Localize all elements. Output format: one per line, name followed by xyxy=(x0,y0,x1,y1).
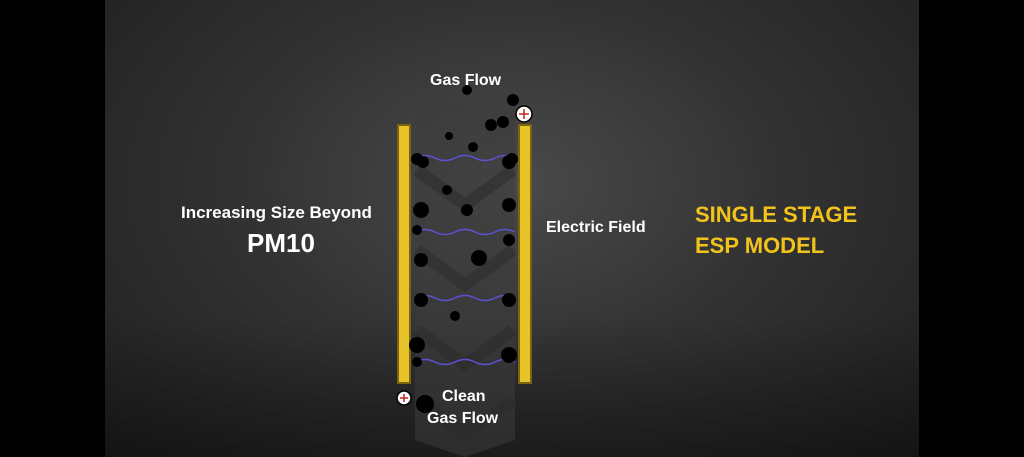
particle xyxy=(413,202,429,218)
particle xyxy=(409,337,425,353)
model-title-line-1: SINGLE STAGE xyxy=(695,202,858,227)
particle xyxy=(507,94,519,106)
field-line-4 xyxy=(414,358,516,366)
field-line-1 xyxy=(414,154,516,162)
left-collector-plate xyxy=(397,124,411,384)
charged-particle xyxy=(412,225,422,235)
field-line-3 xyxy=(414,294,516,302)
gas-flow-label: Gas Flow xyxy=(430,72,502,89)
particle xyxy=(503,234,515,246)
particle xyxy=(462,85,472,95)
particle xyxy=(502,293,516,307)
particle xyxy=(485,119,497,131)
field-line-2 xyxy=(414,228,516,236)
model-title-line-2: ESP MODEL xyxy=(695,233,825,258)
clean-gas-flow-label-line-2: Gas Flow xyxy=(427,410,499,427)
electric-field-label: Electric Field xyxy=(546,219,646,236)
plus-charge-icon xyxy=(396,390,412,406)
charged-particle xyxy=(506,153,518,165)
clean-gas-flow-label-line-1: Clean xyxy=(442,388,486,405)
charged-particles xyxy=(411,153,518,367)
right-collector-plate xyxy=(518,124,532,384)
particle xyxy=(497,116,509,128)
particle xyxy=(442,185,452,195)
pm10-label: PM10 xyxy=(247,228,315,258)
particle xyxy=(502,198,516,212)
particle xyxy=(414,253,428,267)
particle xyxy=(471,250,487,266)
plus-charge-icon xyxy=(515,105,533,123)
chevron-2 xyxy=(413,245,517,293)
chevron-3 xyxy=(413,325,517,373)
animation-stage: Gas Flow Increasing Size Beyond PM10 Ele… xyxy=(105,0,919,457)
particle xyxy=(414,293,428,307)
increasing-size-label: Increasing Size Beyond xyxy=(181,203,372,222)
chevron-4 xyxy=(413,395,517,443)
particle xyxy=(461,204,473,216)
charged-particle xyxy=(412,357,422,367)
particle xyxy=(468,142,478,152)
particle xyxy=(501,347,517,363)
particle xyxy=(445,132,453,140)
particle xyxy=(416,395,434,413)
charged-particle xyxy=(411,153,423,165)
particle xyxy=(450,311,460,321)
esp-diagram xyxy=(396,85,533,457)
